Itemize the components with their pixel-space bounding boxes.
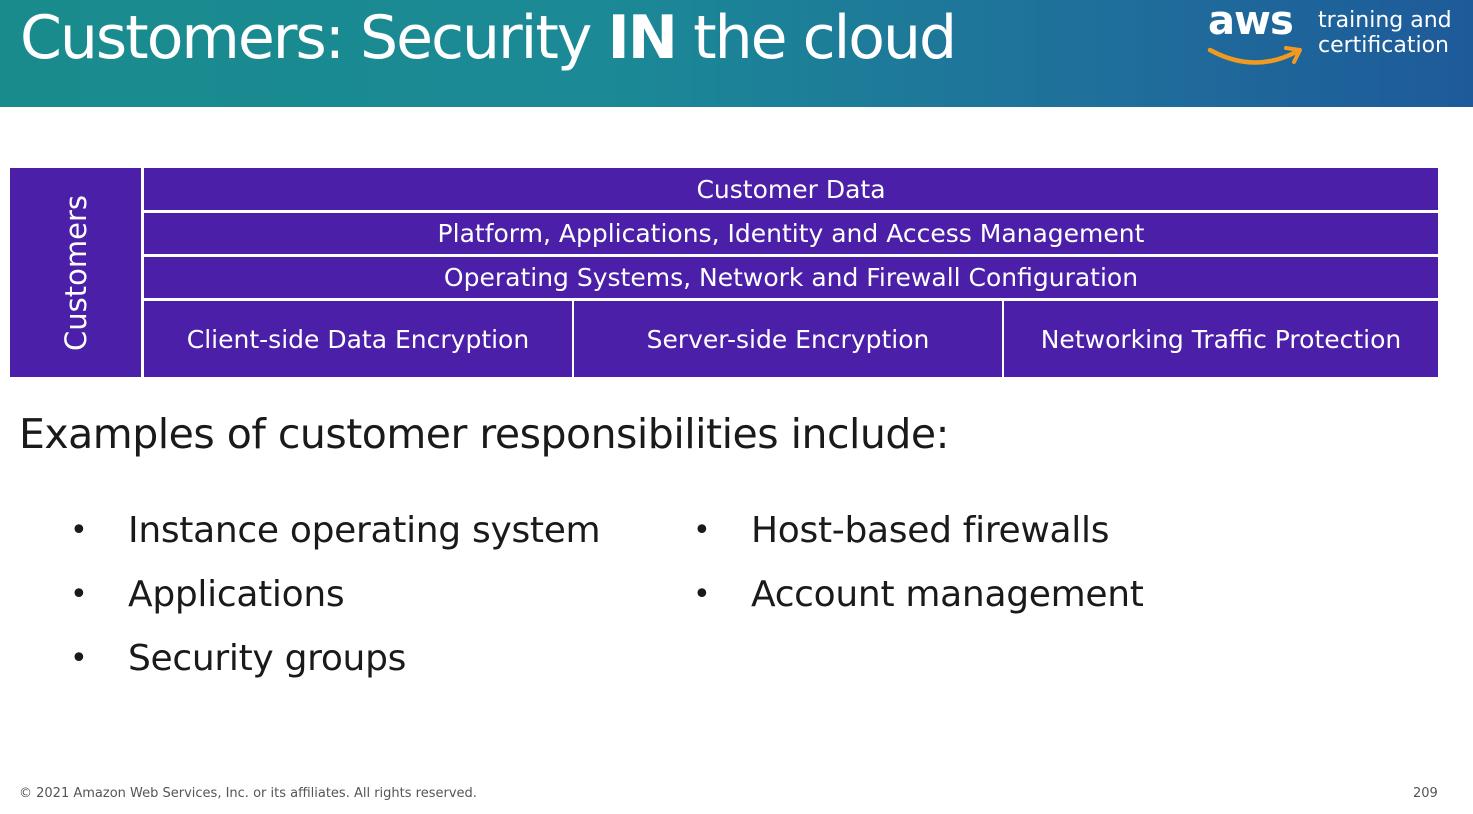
customers-side-label: Customers — [58, 194, 93, 351]
bullet-icon: • — [70, 577, 88, 612]
slide-title-emphasis: IN — [607, 3, 678, 73]
list-item-text: Account management — [751, 574, 1144, 615]
list-item-text: Applications — [128, 574, 345, 615]
shared-responsibility-diagram: Customers Customer Data Platform, Applic… — [10, 168, 1438, 377]
list-item: • Applications — [70, 570, 630, 634]
bullet-icon: • — [693, 513, 711, 548]
examples-heading: Examples of customer responsibilities in… — [19, 410, 949, 458]
logo-tagline-line1: training and — [1318, 8, 1452, 33]
customers-side-panel: Customers — [10, 168, 141, 377]
bullet-list-right: • Host-based firewalls • Account managem… — [693, 506, 1213, 634]
list-item: • Security groups — [70, 634, 630, 698]
layer-platform-iam: Platform, Applications, Identity and Acc… — [144, 213, 1438, 254]
bullet-list-left: • Instance operating system • Applicatio… — [70, 506, 630, 698]
layer-os-network-firewall: Operating Systems, Network and Firewall … — [144, 257, 1438, 298]
bullet-icon: • — [70, 513, 88, 548]
layer-customer-data: Customer Data — [144, 168, 1438, 210]
slide-title: Customers: Security IN the cloud — [20, 0, 957, 76]
cell-server-side-encryption: Server-side Encryption — [574, 301, 1002, 377]
list-item-text: Instance operating system — [128, 510, 601, 551]
list-item-text: Host-based firewalls — [751, 510, 1110, 551]
aws-smile-icon — [1207, 46, 1302, 65]
aws-wordmark: aws — [1208, 0, 1294, 44]
slide-title-part1: Customers: Security — [20, 3, 608, 73]
page-number: 209 — [1413, 786, 1438, 801]
list-item: • Instance operating system — [70, 506, 630, 570]
logo-tagline: training and certification — [1318, 8, 1464, 58]
list-item-text: Security groups — [128, 638, 407, 679]
bullet-icon: • — [70, 641, 88, 676]
footer-copyright: © 2021 Amazon Web Services, Inc. or its … — [19, 786, 477, 801]
bullet-icon: • — [693, 577, 711, 612]
aws-training-logo: aws training and certification — [1206, 0, 1464, 70]
list-item: • Account management — [693, 570, 1213, 634]
logo-tagline-line2: certification — [1318, 33, 1449, 58]
slide-title-part2: the cloud — [676, 3, 957, 73]
list-item: • Host-based firewalls — [693, 506, 1213, 570]
title-banner: Customers: Security IN the cloud aws tra… — [0, 0, 1473, 107]
cell-client-side-encryption: Client-side Data Encryption — [144, 301, 572, 377]
cell-network-traffic-protection: Networking Traffic Protection — [1004, 301, 1438, 377]
